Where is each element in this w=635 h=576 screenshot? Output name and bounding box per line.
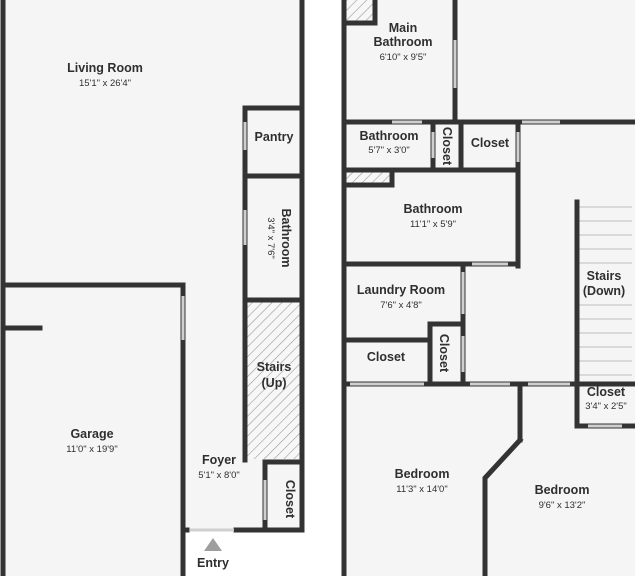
lower-level-floor bbox=[3, 0, 302, 576]
bedroom-2-label: Bedroom bbox=[535, 483, 590, 497]
stairs-up-sublabel: (Up) bbox=[262, 376, 287, 390]
stairs-up-label: Stairs bbox=[257, 360, 292, 374]
garage-dimensions: 11'0" x 19'9" bbox=[66, 444, 117, 455]
main-bathroom-label-line1: Main bbox=[389, 21, 417, 35]
lower-level-windows bbox=[181, 122, 267, 532]
closet-foyer-label: Closet bbox=[283, 480, 297, 519]
lower-level: Living Room 15'1" x 26'4" Pantry Bathroo… bbox=[0, 0, 305, 576]
bedroom-2-dimensions: 9'6" x 13'2" bbox=[539, 500, 586, 511]
main-bathroom-dimensions: 6'10" x 9'5" bbox=[380, 52, 427, 63]
living-room-label: Living Room bbox=[67, 61, 143, 75]
bathroom-2-dimensions: 5'7" x 3'0" bbox=[368, 145, 410, 156]
laundry-room-dimensions: 7'6" x 4'8" bbox=[380, 300, 422, 311]
bathroom-2-label: Bathroom bbox=[359, 129, 418, 143]
upper-level-windows bbox=[350, 40, 622, 428]
laundry-room-label: Laundry Room bbox=[357, 283, 445, 297]
bathroom-small-dimensions: 3'4" x 7'6" bbox=[265, 217, 276, 259]
bathroom-3-label: Bathroom bbox=[403, 202, 462, 216]
closet-laundry-label: Closet bbox=[437, 334, 451, 373]
pantry-label: Pantry bbox=[255, 130, 294, 144]
foyer-dimensions: 5'1" x 8'0" bbox=[198, 470, 240, 481]
stairs-up-hatch bbox=[246, 301, 301, 459]
closet-vertical-label: Closet bbox=[440, 127, 454, 166]
foyer-label: Foyer bbox=[202, 453, 236, 467]
entry-label: Entry bbox=[197, 556, 229, 570]
upper-level-floor bbox=[344, 0, 635, 576]
upper-level: Main Bathroom 6'10" x 9'5" Bathroom 5'7"… bbox=[341, 0, 635, 576]
living-room-dimensions: 15'1" x 26'4" bbox=[79, 78, 131, 89]
entry-arrow-icon bbox=[204, 538, 222, 551]
garage-label: Garage bbox=[70, 427, 113, 441]
closet-right-label: Closet bbox=[587, 385, 626, 399]
closet-left-label: Closet bbox=[367, 350, 406, 364]
upper-hatch-bathroom bbox=[346, 172, 390, 183]
bedroom-1-dimensions: 11'3" x 14'0" bbox=[396, 484, 447, 495]
bathroom-small-label: Bathroom bbox=[279, 208, 293, 267]
bathroom-3-dimensions: 11'1" x 5'9" bbox=[410, 219, 456, 230]
closet-right-dimensions: 3'4" x 2'5" bbox=[585, 401, 627, 412]
stairs-down-label: Stairs bbox=[587, 269, 622, 283]
main-bathroom-label-line2: Bathroom bbox=[373, 35, 432, 49]
bedroom-1-label: Bedroom bbox=[395, 467, 450, 481]
stairs-down-sublabel: (Down) bbox=[583, 284, 625, 298]
stairs-down-treads bbox=[577, 206, 632, 376]
closet-upper-label: Closet bbox=[471, 136, 510, 150]
upper-hatch-top bbox=[346, 0, 373, 21]
